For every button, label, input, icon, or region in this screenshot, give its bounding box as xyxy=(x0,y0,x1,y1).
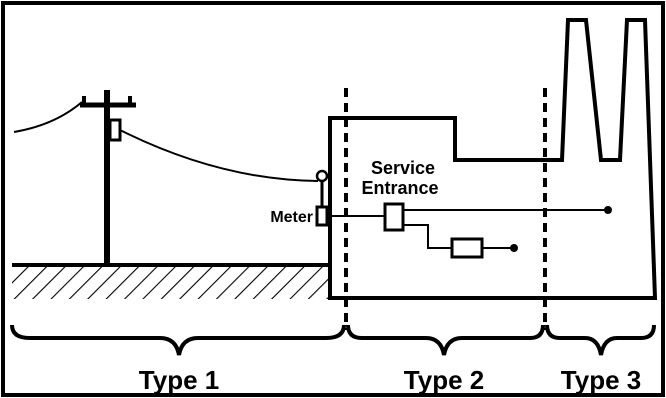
incoming-power-line xyxy=(13,101,83,133)
brace-type2 xyxy=(346,324,545,356)
meter-icon xyxy=(315,205,329,227)
brace-type3 xyxy=(545,324,656,356)
brace-type1 xyxy=(10,324,346,356)
type1-label: Type 1 xyxy=(139,365,219,395)
service-entrance-panel xyxy=(383,202,405,232)
type2-label: Type 2 xyxy=(404,365,484,395)
meter-assembly xyxy=(315,169,329,227)
building-outline xyxy=(328,18,658,300)
service-entrance-label-line1: Service xyxy=(371,158,435,178)
pole-transformer xyxy=(108,118,122,142)
utility-pole xyxy=(80,90,136,265)
weatherhead-icon xyxy=(315,169,329,183)
load-endpoint-1 xyxy=(604,206,612,214)
ground xyxy=(12,263,330,299)
type3-label: Type 3 xyxy=(561,365,641,395)
service-drop-line xyxy=(119,129,319,182)
service-entrance-label-line2: Entrance xyxy=(361,178,438,198)
meter-label: Meter xyxy=(270,209,313,226)
load-endpoint-2 xyxy=(510,244,518,252)
service-wiring xyxy=(327,209,608,249)
branch-device xyxy=(450,237,484,259)
